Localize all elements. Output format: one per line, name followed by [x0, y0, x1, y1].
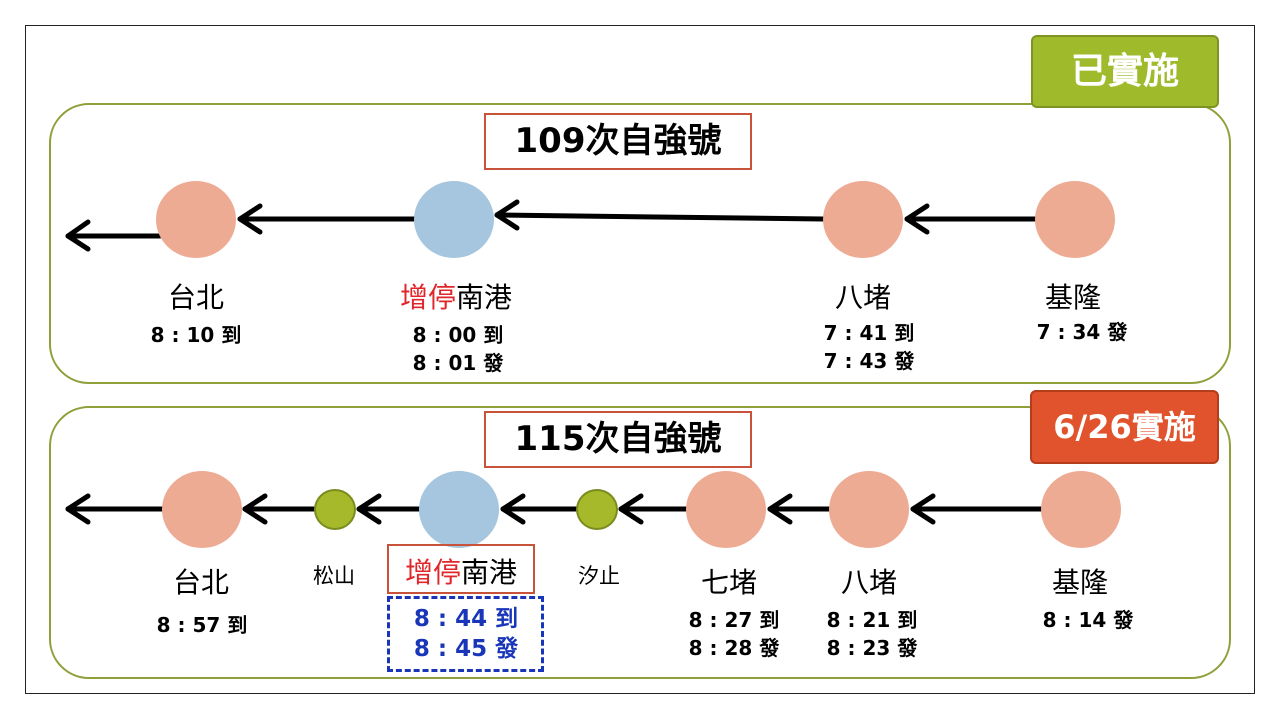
station-label-keelung: 基隆	[1051, 566, 1109, 599]
station-node-nangang	[419, 471, 499, 548]
arrow-head	[494, 199, 520, 231]
station-node-xizhi	[576, 489, 618, 530]
departure-time: 8 : 23 發	[826, 636, 918, 660]
time-badu: 7 : 41 到 7 : 43 發	[824, 319, 915, 375]
arrival-time: 8 : 10 到	[150, 323, 242, 347]
station-node-badu	[829, 471, 909, 548]
arrow-head	[237, 203, 263, 235]
station-node-songshan	[314, 489, 356, 530]
station-node-badu	[823, 181, 903, 258]
station-label-xizhi: 汐止	[578, 564, 620, 588]
station-label-songshan: 松山	[313, 564, 355, 588]
arrow-head	[910, 493, 936, 525]
arrival-time: 8 : 44 到	[413, 606, 519, 632]
station-label-taipei: 台北	[172, 566, 230, 599]
badge-implemented: 已實施	[1031, 35, 1219, 108]
arrival-time: 8 : 00 到	[412, 323, 504, 347]
station-label-keelung: 基隆	[1044, 281, 1102, 314]
station-name: 南港	[461, 556, 518, 589]
station-node-taipei	[156, 181, 236, 258]
train-title-115: 115次自強號	[484, 411, 752, 468]
badge-new-schedule: 6/26實施	[1030, 390, 1219, 464]
departure-time: 8 : 01 發	[412, 351, 504, 375]
time-nangang: 8 : 00 到 8 : 01 發	[413, 321, 504, 377]
station-node-keelung	[1041, 471, 1121, 548]
arrow-line	[494, 212, 826, 222]
new-stop-tag: 增停	[404, 556, 461, 589]
station-node-keelung	[1035, 181, 1115, 258]
station-node-nangang	[414, 181, 494, 258]
departure-time: 7 : 43 發	[823, 349, 915, 373]
time-badu: 8 : 21 到 8 : 23 發	[827, 606, 918, 662]
arrival-time: 8 : 57 到	[156, 613, 248, 637]
new-stop-time-highlight-box	[387, 596, 544, 672]
station-node-taipei	[162, 471, 242, 548]
arrow-head	[65, 219, 91, 252]
station-label-qidu: 七堵	[700, 566, 758, 599]
departure-time: 7 : 34 發	[1036, 320, 1128, 344]
time-taipei: 8 : 57 到	[157, 611, 248, 639]
departure-time: 8 : 14 發	[1042, 608, 1134, 632]
station-label-nangang: 增停南港	[405, 551, 517, 591]
arrow-head	[242, 493, 268, 525]
train-title-109: 109次自強號	[484, 113, 752, 170]
station-label-taipei: 台北	[167, 281, 225, 314]
time-keelung: 8 : 14 發	[1043, 606, 1134, 634]
new-stop-tag: 增停	[399, 281, 456, 314]
arrow-head	[618, 493, 644, 525]
station-name: 南港	[456, 281, 513, 314]
departure-time: 8 : 28 發	[688, 636, 780, 660]
time-qidu: 8 : 27 到 8 : 28 發	[689, 606, 780, 662]
arrow-head	[356, 493, 382, 525]
station-label-badu: 八堵	[834, 281, 892, 314]
time-nangang: 8 : 44 到 8 : 45 發	[414, 604, 518, 664]
arrow-head	[904, 203, 930, 235]
arrow-head	[767, 493, 793, 525]
station-node-qidu	[686, 471, 766, 548]
time-keelung: 7 : 34 發	[1037, 318, 1128, 346]
departure-time: 8 : 45 發	[413, 636, 519, 662]
time-taipei: 8 : 10 到	[151, 321, 242, 349]
arrow-head	[500, 493, 526, 525]
slide-frame	[25, 25, 1255, 694]
arrow-head	[65, 493, 91, 525]
new-stop-highlight-box	[387, 544, 535, 594]
arrival-time: 7 : 41 到	[823, 321, 915, 345]
arrival-time: 8 : 27 到	[688, 608, 780, 632]
station-label-badu: 八堵	[840, 566, 898, 599]
arrival-time: 8 : 21 到	[826, 608, 918, 632]
station-label-nangang: 增停南港	[400, 276, 512, 316]
